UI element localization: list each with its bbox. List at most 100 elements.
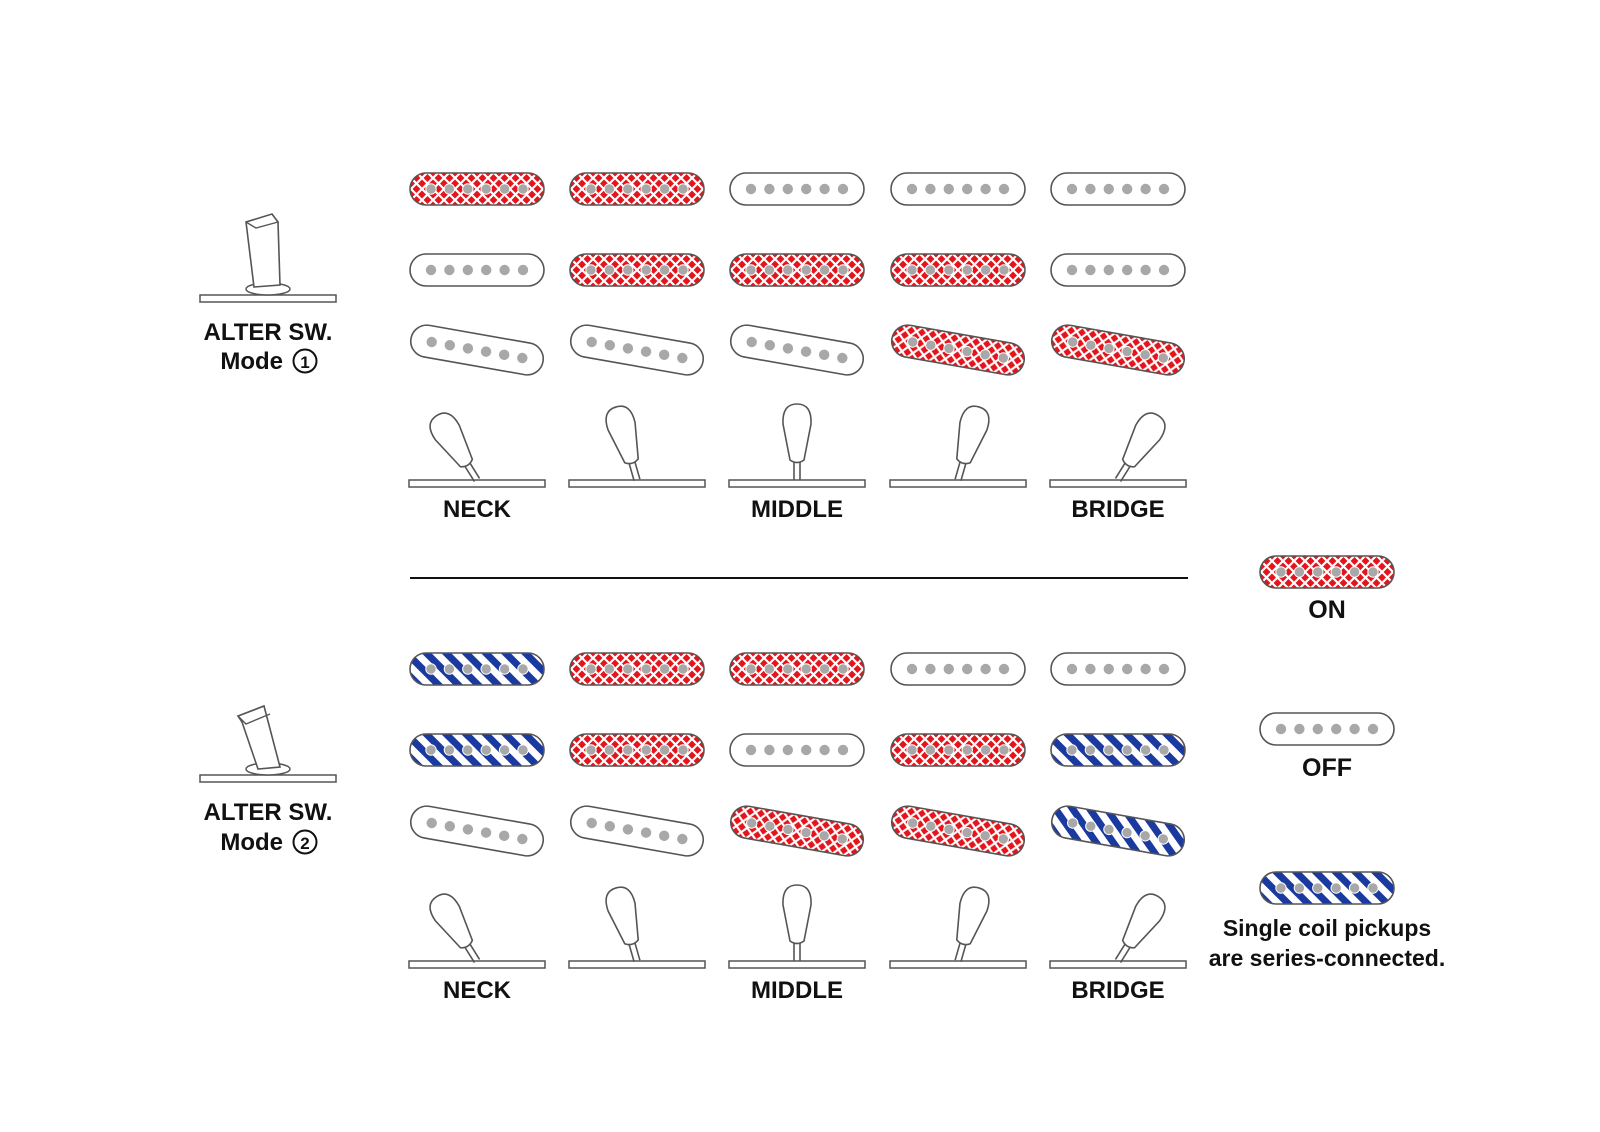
pole-piece bbox=[622, 663, 634, 675]
pickup-off-icon bbox=[409, 253, 545, 287]
pickup-on-icon bbox=[729, 253, 865, 287]
pole-piece bbox=[943, 342, 955, 355]
pickup-on-icon bbox=[890, 324, 1026, 376]
position-labels-mode-1: NECK MIDDLE BRIDGE bbox=[443, 496, 1165, 523]
pickup-off-icon bbox=[1259, 712, 1395, 746]
pole-piece bbox=[925, 663, 936, 675]
pickup-off-icon bbox=[890, 172, 1026, 206]
pole-piece bbox=[480, 183, 492, 195]
pole-piece bbox=[1066, 663, 1078, 675]
pole-piece bbox=[980, 663, 991, 675]
position-label-neck: NECK bbox=[443, 496, 512, 523]
pole-piece bbox=[1275, 723, 1287, 735]
pole-piece bbox=[818, 349, 830, 360]
pole-piece bbox=[425, 744, 437, 756]
pickup-series-icon bbox=[1259, 871, 1395, 905]
pole-piece bbox=[782, 183, 793, 195]
pole-piece bbox=[997, 352, 1010, 364]
pole-piece bbox=[800, 346, 812, 357]
pole-piece bbox=[1275, 566, 1287, 578]
pole-piece bbox=[1293, 566, 1306, 578]
mode-2-section: ALTER SW. Mode 2 NECK MIDDLE BRIDGE bbox=[199, 652, 1187, 1004]
pole-piece bbox=[425, 663, 437, 675]
pickup-on-icon bbox=[569, 733, 705, 767]
pole-piece bbox=[1066, 264, 1078, 276]
pole-piece bbox=[677, 183, 689, 195]
pole-piece bbox=[677, 744, 689, 756]
selector-switch-row-mode-1 bbox=[408, 403, 1187, 488]
pole-piece bbox=[1157, 833, 1170, 845]
pole-piece bbox=[517, 264, 529, 276]
pole-piece bbox=[640, 663, 652, 675]
pole-piece bbox=[961, 345, 973, 358]
alter-switch-title: ALTER SW. bbox=[204, 319, 333, 346]
selector-switch-middle-bridge-icon bbox=[889, 405, 1027, 488]
selector-switch-bridge-icon bbox=[1049, 412, 1187, 488]
pole-piece bbox=[1066, 183, 1078, 195]
pickup-grid-mode-2 bbox=[409, 652, 1186, 857]
pole-piece bbox=[480, 744, 492, 756]
legend: ON OFF Single coil pickups are series-co… bbox=[1209, 555, 1445, 971]
pole-piece bbox=[1085, 264, 1096, 276]
pole-piece bbox=[979, 744, 992, 756]
pole-piece bbox=[745, 744, 757, 756]
pole-piece bbox=[746, 336, 757, 348]
pole-piece bbox=[943, 744, 955, 756]
pole-piece bbox=[961, 264, 973, 276]
pole-piece bbox=[622, 183, 634, 195]
pole-piece bbox=[1103, 342, 1115, 355]
pole-piece bbox=[1122, 264, 1133, 276]
pole-piece bbox=[997, 833, 1010, 845]
pole-piece bbox=[517, 744, 529, 756]
pole-piece bbox=[1121, 826, 1133, 839]
pole-piece bbox=[677, 264, 689, 276]
pole-piece bbox=[640, 346, 652, 357]
position-label-bridge: BRIDGE bbox=[1071, 496, 1164, 523]
pole-piece bbox=[1330, 882, 1342, 894]
pole-piece bbox=[498, 744, 511, 756]
pole-piece bbox=[1330, 566, 1342, 578]
mode-number-circle bbox=[292, 829, 318, 855]
pole-piece bbox=[462, 343, 474, 354]
pole-piece bbox=[1085, 183, 1096, 195]
pole-piece bbox=[462, 824, 474, 835]
pole-piece bbox=[640, 827, 652, 838]
pole-piece bbox=[658, 830, 670, 841]
pole-piece bbox=[517, 352, 528, 364]
pole-piece bbox=[979, 830, 991, 842]
pole-piece bbox=[499, 264, 510, 276]
pole-piece bbox=[481, 264, 492, 276]
legend-on-pickup-icon bbox=[1259, 555, 1395, 589]
pole-piece bbox=[906, 336, 919, 348]
pole-piece bbox=[480, 827, 492, 838]
selector-switch-row-mode-2 bbox=[408, 884, 1187, 969]
pole-piece bbox=[604, 340, 616, 351]
pole-piece bbox=[585, 183, 597, 195]
pickup-on-icon bbox=[1050, 324, 1186, 376]
pole-piece bbox=[1103, 183, 1114, 195]
pole-piece bbox=[480, 663, 492, 675]
pickup-on-icon bbox=[569, 253, 705, 287]
position-label-neck: NECK bbox=[443, 977, 512, 1004]
pole-piece bbox=[764, 820, 776, 832]
pole-piece bbox=[961, 744, 973, 756]
pole-piece bbox=[603, 663, 616, 675]
mode-label: Mode bbox=[220, 829, 283, 856]
pickup-off-icon bbox=[729, 172, 865, 206]
pole-piece bbox=[1312, 882, 1324, 894]
pole-piece bbox=[1158, 183, 1170, 195]
pole-piece bbox=[764, 744, 775, 756]
pole-piece bbox=[745, 663, 757, 675]
pole-piece bbox=[1122, 183, 1133, 195]
pole-piece bbox=[924, 744, 937, 756]
pole-piece bbox=[1066, 817, 1079, 829]
pickup-series-icon bbox=[1050, 733, 1186, 767]
pole-piece bbox=[819, 183, 830, 195]
pickup-off-icon bbox=[729, 324, 865, 376]
pole-piece bbox=[443, 744, 456, 756]
pole-piece bbox=[800, 826, 812, 839]
selector-switch-middle-icon bbox=[728, 884, 866, 969]
pole-piece bbox=[979, 264, 992, 276]
pole-piece bbox=[498, 349, 510, 360]
pole-piece bbox=[426, 336, 437, 348]
